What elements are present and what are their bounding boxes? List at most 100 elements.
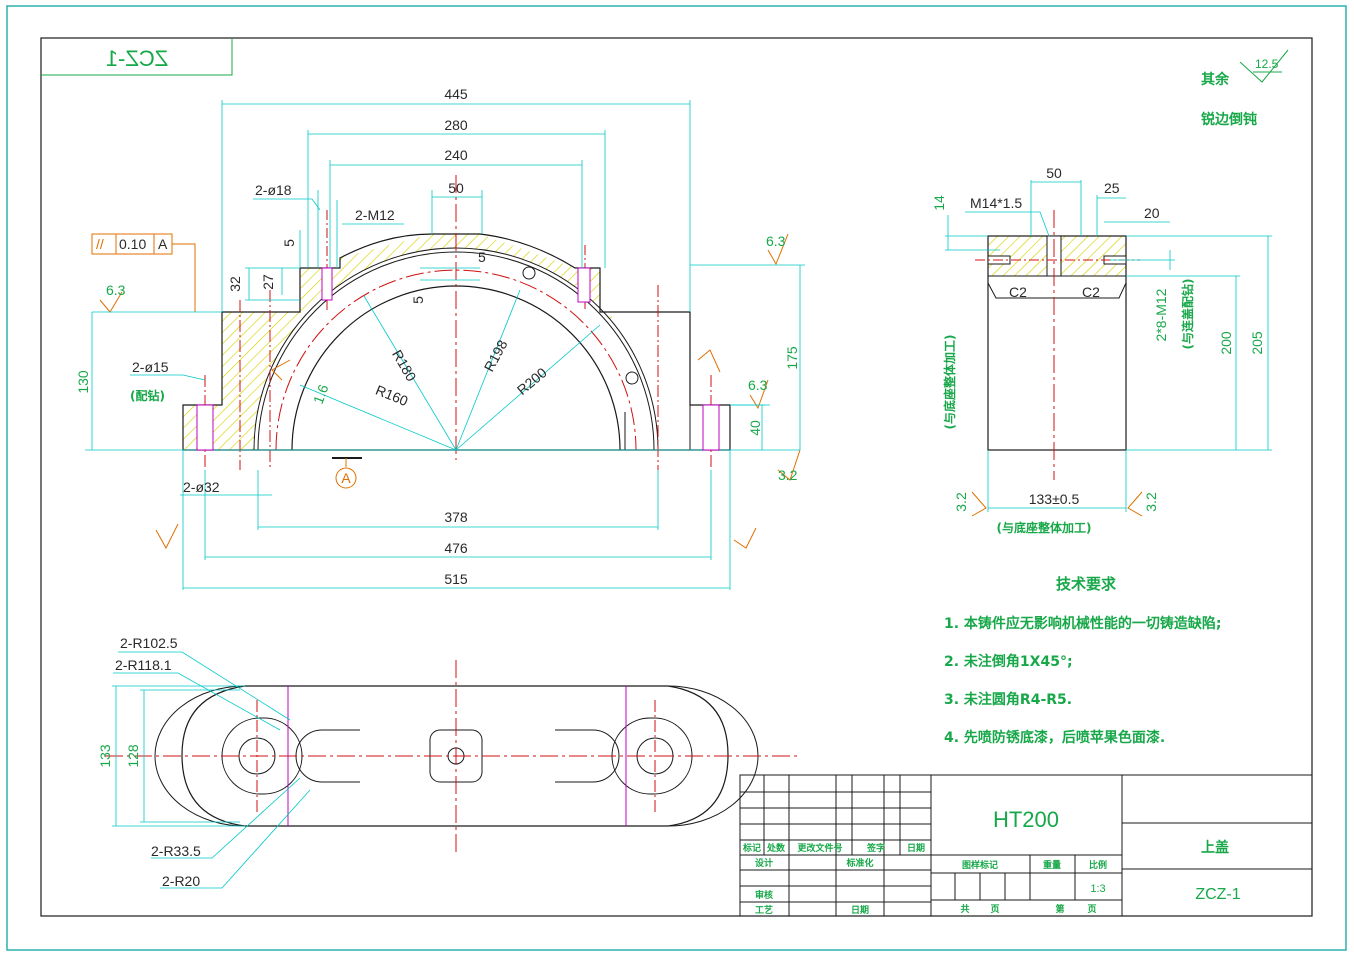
roughness-63a: 6.3 <box>106 282 126 298</box>
side-dim-205: 205 <box>1249 331 1265 355</box>
roughness-32: 3.2 <box>778 467 798 483</box>
dim-5b: 5 <box>478 249 486 265</box>
dim-bottom-0: 378 <box>444 509 468 525</box>
dim-175: 175 <box>784 346 800 370</box>
top-radius-3: 2-R20 <box>162 873 200 889</box>
hole-label-a: 2-ø18 <box>255 182 292 198</box>
top-dim-133: 133 <box>97 744 113 768</box>
dim-5c: 5 <box>410 296 426 304</box>
roughness-63b: 6.3 <box>766 233 786 249</box>
side-view: 50 25 20 14 M14*1.5 C2 C2 2*8-M12 (与连盖配钻… <box>931 165 1272 535</box>
pin-label: 2-ø15 <box>132 359 169 375</box>
header-1: 处数 <box>766 842 786 854</box>
bolt-label: 2-ø32 <box>183 479 220 495</box>
top-dim-128: 128 <box>125 744 141 768</box>
drawing-no: ZCZ-1 <box>1195 886 1240 903</box>
pin-note: (配钻) <box>130 388 165 403</box>
mirrored-code: ZCZ-1 <box>106 46 168 71</box>
tolerance-value: 0.10 <box>119 236 146 252</box>
bottom-dimension-lines <box>180 450 731 590</box>
dim-27: 27 <box>260 274 276 290</box>
info-5: 第 <box>1055 903 1064 915</box>
tolerance-datum: A <box>158 236 168 252</box>
roughness-symbol <box>1239 49 1289 83</box>
dim-top-2: 240 <box>444 147 468 163</box>
top-view: 2-R102.5 2-R118.1 2-R33.5 2-R20 133 128 <box>97 635 800 889</box>
surface-note-prefix: 其余 <box>1201 71 1230 88</box>
role-2: 审核 <box>755 889 773 901</box>
side-dim-14: 14 <box>931 195 947 211</box>
radius-r198: R198 <box>481 337 511 374</box>
radius-lines <box>299 289 601 451</box>
header-2: 更改文件号 <box>797 842 842 854</box>
tech-item-0: 1. 本铸件应无影响机械性能的一切铸造缺陷; <box>944 615 1222 632</box>
role-0: 设计 <box>755 857 773 869</box>
code-box: ZCZ-1 <box>41 38 233 76</box>
role-4: 日期 <box>851 904 869 916</box>
tolerance-symbol: // <box>96 236 104 252</box>
tolerance-frame: // 0.10 A <box>91 233 196 312</box>
role-3: 工艺 <box>755 904 773 916</box>
dim-top-3: 50 <box>448 180 464 196</box>
inner-border <box>40 37 1313 917</box>
roughness-63c: 6.3 <box>748 377 768 393</box>
front-view: R180 R198 R160 R200 445 280 240 50 <box>75 86 805 590</box>
bore-arc-outer <box>257 251 655 451</box>
tech-item-2: 3. 未注圆角R4-R5. <box>944 691 1072 708</box>
side-bottom-note: (与底座整体加工) <box>997 520 1092 535</box>
tech-item-3: 4. 先喷防锈底漆，后喷苹果色面漆. <box>944 729 1165 746</box>
surface-roughness: 12.5 <box>1255 57 1279 71</box>
scale: 1:3 <box>1090 883 1105 895</box>
dim-top-1: 280 <box>444 117 468 133</box>
hatched-section <box>183 234 730 450</box>
top-radius-2: 2-R33.5 <box>151 843 201 859</box>
info-4: 页 <box>990 904 999 915</box>
side-dim-200: 200 <box>1218 331 1234 355</box>
datum-circle <box>335 467 357 489</box>
side-dim-50: 50 <box>1046 165 1062 181</box>
side-roughness-right: 3.2 <box>1143 492 1159 512</box>
radius-r180: R180 <box>389 347 420 384</box>
header-0: 标记 <box>742 842 761 854</box>
radius-r160: R160 <box>373 382 410 409</box>
side-thread-label: M14*1.5 <box>970 195 1022 211</box>
top-radius-1: 2-R118.1 <box>115 657 172 673</box>
side-chamfer-1: C2 <box>1082 284 1100 300</box>
side-left-note: (与底座整体加工) <box>942 335 957 430</box>
dim-40: 40 <box>747 420 763 436</box>
dim-bottom-1: 476 <box>444 540 468 556</box>
datum-label: A <box>341 470 351 486</box>
edge-note: 锐边倒钝 <box>1201 111 1257 128</box>
thread-hole <box>577 267 591 303</box>
oil-hole <box>522 266 536 280</box>
info-2: 比例 <box>1089 859 1107 871</box>
tech-item-1: 2. 未注倒角1X45°; <box>944 653 1073 670</box>
tech-title: 技术要求 <box>1056 575 1117 593</box>
title-block: HT200 上盖 ZCZ-1 1:3 标记 处数 更改文件号 签字 日期 设计 … <box>739 774 1313 917</box>
dim-top-0: 445 <box>444 86 468 102</box>
surface-note: 其余 12.5 锐边倒钝 <box>1201 49 1289 128</box>
info-0: 图样标记 <box>962 859 998 871</box>
role-1: 标准化 <box>845 857 873 869</box>
hole-label-b: 2-M12 <box>355 207 395 223</box>
dim-5a: 5 <box>281 239 297 247</box>
info-1: 重量 <box>1043 859 1061 871</box>
pin-hole <box>321 267 333 301</box>
side-dim-20: 20 <box>1144 205 1160 221</box>
side-thread-spec: 2*8-M12 <box>1153 288 1169 341</box>
info-6: 页 <box>1087 904 1096 915</box>
bolt-circle <box>275 269 637 451</box>
part-name: 上盖 <box>1201 839 1229 856</box>
side-thread-note: (与连盖配钻) <box>1180 279 1195 350</box>
side-chamfer-0: C2 <box>1009 284 1027 300</box>
outer-border <box>6 5 1347 951</box>
info-3: 共 <box>960 903 969 915</box>
material: HT200 <box>993 807 1059 832</box>
header-4: 日期 <box>907 842 925 854</box>
dim-32: 32 <box>227 276 243 292</box>
header-3: 签字 <box>866 842 885 854</box>
top-radius-0: 2-R102.5 <box>120 635 178 651</box>
dim-130: 130 <box>75 370 91 394</box>
radius-r200: R200 <box>514 364 550 398</box>
